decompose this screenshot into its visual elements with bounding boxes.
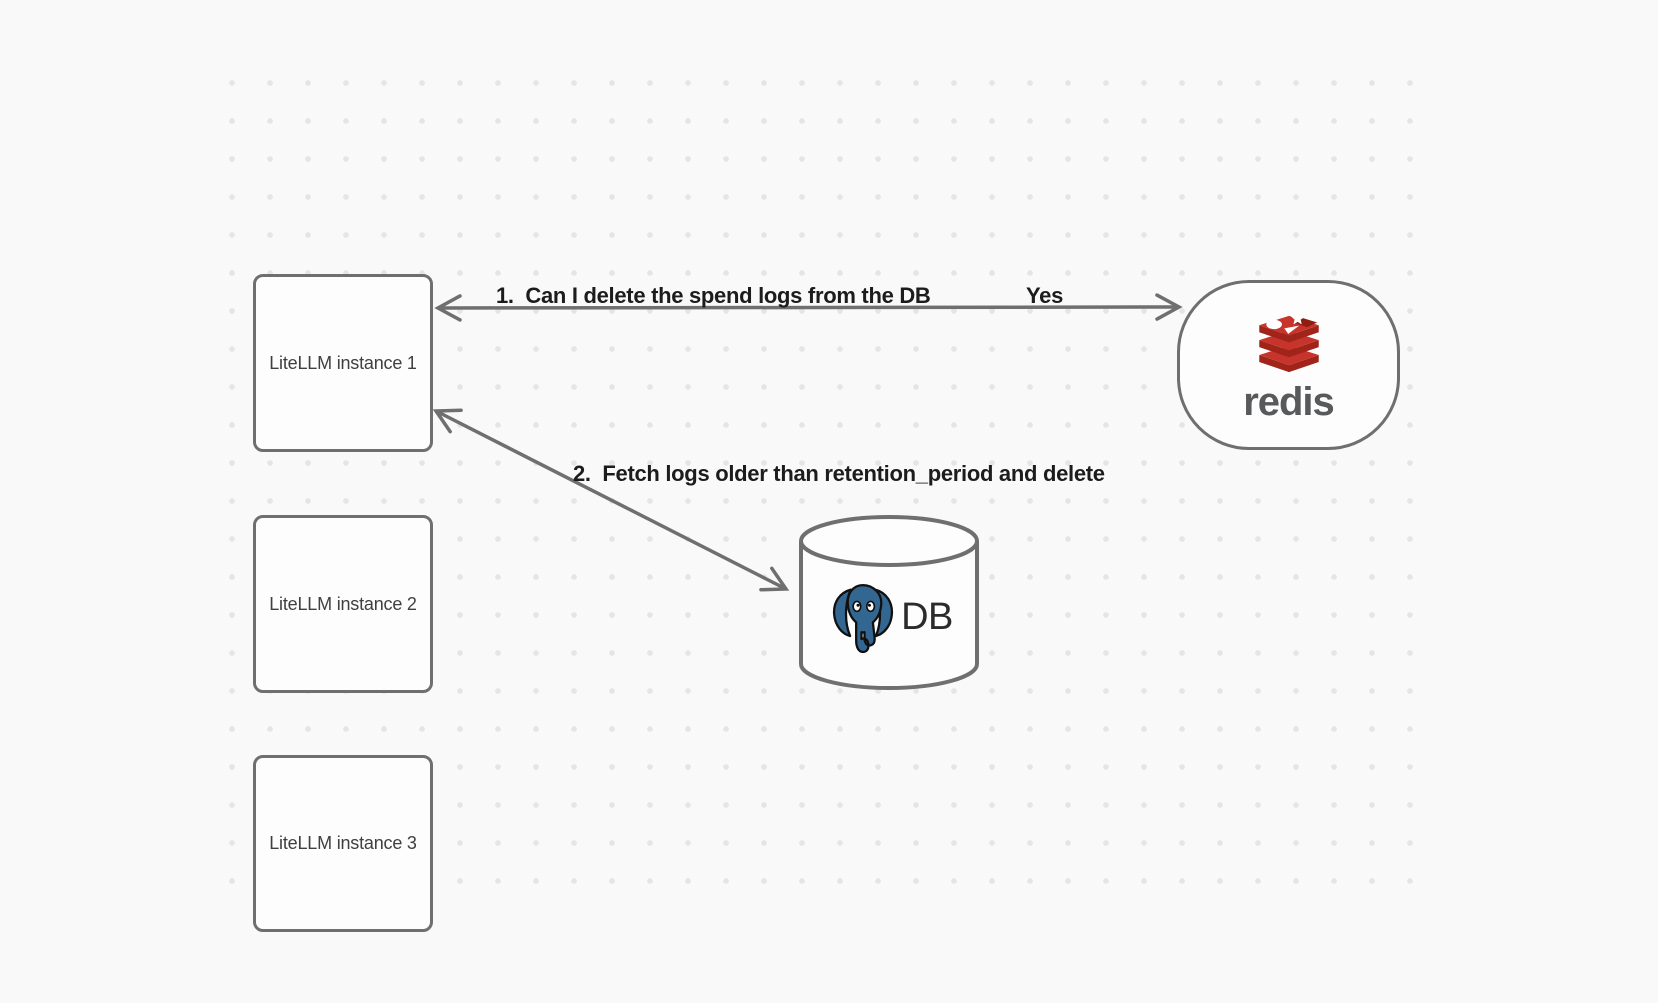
node-label: LiteLLM instance 1 xyxy=(269,352,417,373)
node-litellm-instance-3: LiteLLM instance 3 xyxy=(253,755,433,932)
node-litellm-instance-1: LiteLLM instance 1 xyxy=(253,274,433,452)
arrow-label-step1: 1. Can I delete the spend logs from the … xyxy=(496,283,931,308)
redis-wordmark: redis xyxy=(1243,380,1335,424)
database-node-content: DB xyxy=(796,513,982,692)
postgresql-elephant-icon xyxy=(833,583,894,653)
node-litellm-instance-2: LiteLLM instance 2 xyxy=(253,515,433,693)
node-label: LiteLLM instance 3 xyxy=(269,833,417,853)
arrow-label-step1-answer: Yes xyxy=(1026,283,1064,308)
redis-logo-icon xyxy=(1258,311,1319,373)
node-redis: redis xyxy=(1177,280,1400,450)
arrow-label-step2: 2. Fetch logs older than retention_perio… xyxy=(573,461,1105,486)
node-label: LiteLLM instance 2 xyxy=(269,593,417,614)
database-label: DB xyxy=(901,595,953,638)
